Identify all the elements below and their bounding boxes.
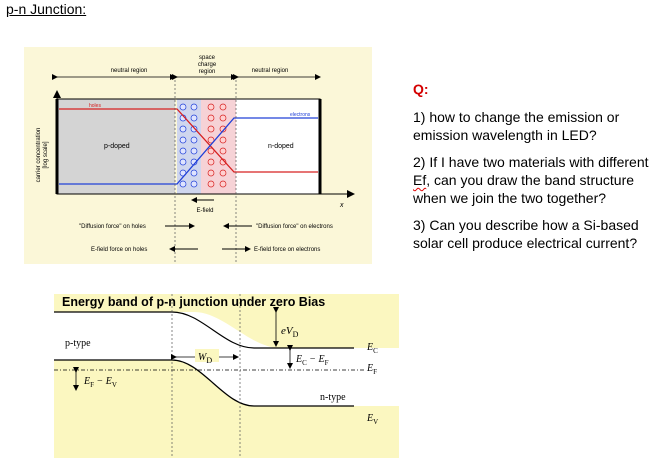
space-charge-label-3: region bbox=[199, 69, 216, 75]
y-axis-label-1: carrier concentration bbox=[36, 128, 42, 183]
wd-label-bg bbox=[195, 349, 219, 362]
energy-band-diagram: p-type n-type eVD WD EC − EF EF − EV EC … bbox=[54, 294, 399, 458]
pn-junction-diagram: neutral region space charge region neutr… bbox=[24, 47, 372, 264]
electrons-label: electrons bbox=[290, 112, 311, 118]
n-doped-label: n-doped bbox=[268, 143, 294, 150]
neutral-region-right-label: neutral region bbox=[252, 68, 289, 74]
donor-ions bbox=[207, 103, 227, 188]
conduction-band-fill bbox=[54, 294, 399, 348]
evd-label: eVD bbox=[281, 325, 299, 339]
efield-label: E-field bbox=[196, 208, 213, 214]
y-axis-label-2: [log scale] bbox=[43, 141, 49, 168]
question-2-ef-term: Ef bbox=[413, 172, 427, 188]
question-2-end: , can you draw the band structure when w… bbox=[413, 172, 635, 206]
diffusion-electrons-label: "Diffusion force" on electrons bbox=[256, 224, 333, 230]
efield-holes-label: E-field force on holes bbox=[91, 247, 147, 253]
holes-curve bbox=[59, 108, 318, 173]
p-region bbox=[57, 99, 175, 194]
space-charge-label-2: charge bbox=[198, 62, 217, 68]
x-axis-label: x bbox=[339, 202, 344, 209]
efield-electrons-label: E-field force on electrons bbox=[254, 247, 320, 253]
page-title: p-n Junction: bbox=[6, 1, 87, 17]
ec-minus-ef-label: EC − EF bbox=[295, 354, 329, 367]
depletion-n bbox=[201, 99, 236, 194]
ev-label: EV bbox=[366, 413, 378, 426]
question-2-start: 2) If I have two materials with differen… bbox=[413, 154, 649, 170]
conduction-band-edge bbox=[54, 311, 354, 349]
p-type-label: p-type bbox=[65, 338, 91, 349]
ef-label: EF bbox=[366, 363, 377, 376]
questions-heading: Q: bbox=[413, 81, 429, 97]
space-charge-label-1: space bbox=[199, 55, 216, 61]
electrons-curve bbox=[59, 117, 318, 185]
question-3: 3) Can you describe how a Si-based solar… bbox=[413, 217, 639, 251]
diffusion-holes-label: "Diffusion force" on holes bbox=[79, 224, 146, 230]
depletion-p bbox=[177, 99, 201, 194]
p-doped-label: p-doped bbox=[104, 143, 130, 150]
acceptor-ions bbox=[179, 103, 198, 188]
band-diagram-title: Energy band of p-n junction under zero B… bbox=[62, 295, 326, 309]
ec-label: EC bbox=[366, 342, 378, 355]
question-2: 2) If I have two materials with differen… bbox=[413, 153, 663, 207]
question-1: 1) how to change the emission or emissio… bbox=[413, 109, 620, 143]
ef-minus-ev-label: EF − EV bbox=[83, 376, 117, 389]
n-type-label: n-type bbox=[320, 392, 346, 403]
neutral-region-left-label: neutral region bbox=[111, 68, 148, 74]
n-region bbox=[236, 99, 320, 194]
valence-band-edge bbox=[54, 359, 354, 407]
wd-label: WD bbox=[198, 352, 212, 365]
holes-label: holes bbox=[89, 103, 101, 109]
valence-band-fill bbox=[54, 360, 399, 458]
questions-panel: Q: 1) how to change the emission or emis… bbox=[413, 80, 663, 261]
